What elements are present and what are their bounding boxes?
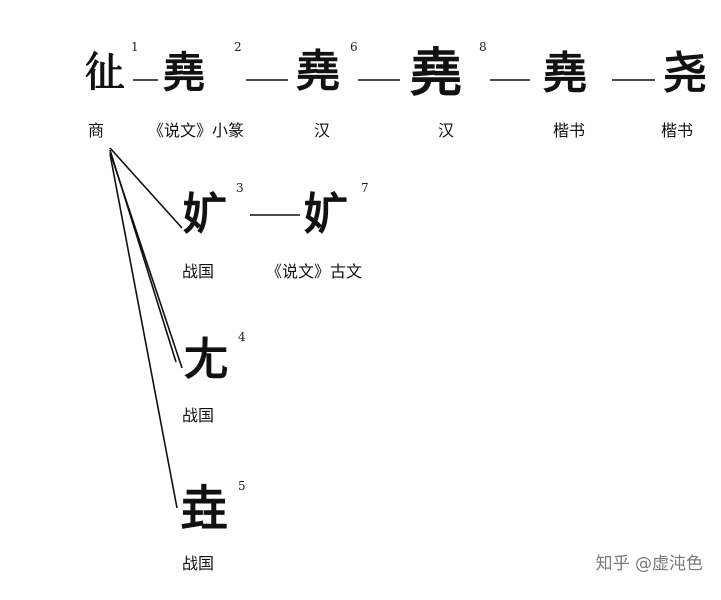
glyph-shang: 𢓊 xyxy=(84,48,127,97)
index-8: 8 xyxy=(479,40,487,54)
watermark: 知乎 @虚沌色 xyxy=(595,554,703,574)
glyph-han-2: 堯 xyxy=(410,43,463,104)
index-1: 1 xyxy=(131,40,139,54)
glyph-guwen: 㚧 xyxy=(304,189,348,240)
caption-zhanguo-2: 战国 xyxy=(182,406,215,425)
index-3: 3 xyxy=(236,181,244,195)
caption-zhanguo-3: 战国 xyxy=(182,554,215,573)
glyph-kaishu-2: 尧 xyxy=(663,48,707,99)
branch-line-to-5 xyxy=(109,153,178,509)
index-7: 7 xyxy=(361,181,369,195)
caption-kaishu-2: 楷书 xyxy=(661,121,694,140)
glyph-kaishu-1: 堯 xyxy=(543,48,587,99)
caption-han-2: 汉 xyxy=(438,121,455,140)
glyph-zhanguo-3: 垚 xyxy=(180,481,229,537)
index-5: 5 xyxy=(238,479,246,493)
branch-line-to-3 xyxy=(109,147,183,229)
caption-shang: 商 xyxy=(88,121,105,140)
glyph-zhanguo-2: 尢 xyxy=(184,334,228,385)
index-6: 6 xyxy=(350,40,358,54)
caption-han-1: 汉 xyxy=(314,121,331,140)
glyph-xiaozhuan: 堯 xyxy=(163,48,206,97)
glyph-zhanguo-1: 㚧 xyxy=(183,189,227,240)
caption-kaishu-1: 楷书 xyxy=(553,121,586,140)
caption-xiaozhuan: 《说文》小篆 xyxy=(148,121,245,140)
glyph-han-1: 堯 xyxy=(296,46,340,97)
caption-zhanguo-1: 战国 xyxy=(182,262,215,281)
index-4: 4 xyxy=(238,330,246,344)
index-2: 2 xyxy=(234,40,242,54)
caption-guwen: 《说文》古文 xyxy=(266,262,363,281)
branch-line-to-4b xyxy=(109,151,183,369)
